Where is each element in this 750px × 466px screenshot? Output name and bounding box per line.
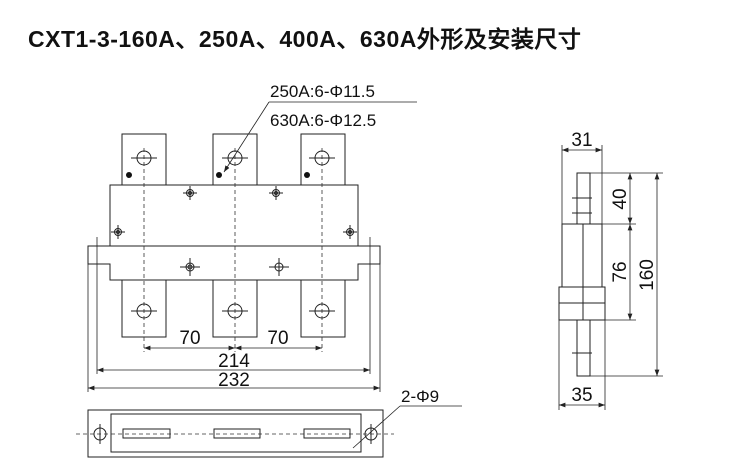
mounting-flange: [87, 245, 381, 281]
hole-note-250a: 250A:6-Φ11.5: [270, 82, 375, 101]
dim-height: 160: [637, 259, 658, 291]
screws: [111, 172, 357, 276]
dim-pitch-left: 70: [179, 328, 200, 349]
dim-body: 76: [610, 261, 631, 282]
front-view: 250A:6-Φ11.5 630A:6-Φ12.5 70 70 214 232: [87, 82, 417, 392]
dim-pitch-right: 70: [267, 328, 288, 349]
dim-overall: 232: [218, 370, 250, 391]
hole-leader: [223, 101, 270, 173]
dim-depth-top: 31: [571, 130, 592, 151]
hole-note-630a: 630A:6-Φ12.5: [270, 111, 376, 130]
dim-terminal: 40: [610, 188, 631, 209]
mount-hole-note: 2-Φ9: [401, 387, 439, 406]
dim-mount: 214: [218, 351, 250, 372]
drawing-title: CXT1-3-160A、250A、400A、630A外形及安装尺寸: [28, 26, 582, 52]
bottom-view: 2-Φ9: [76, 387, 462, 458]
breaker-body: [109, 184, 359, 247]
side-view: 31 35 40 76 160: [558, 130, 663, 410]
terminal-holes: [131, 150, 335, 319]
bottom-terminal-right: [300, 279, 346, 338]
dim-depth-bottom: 35: [571, 385, 592, 406]
